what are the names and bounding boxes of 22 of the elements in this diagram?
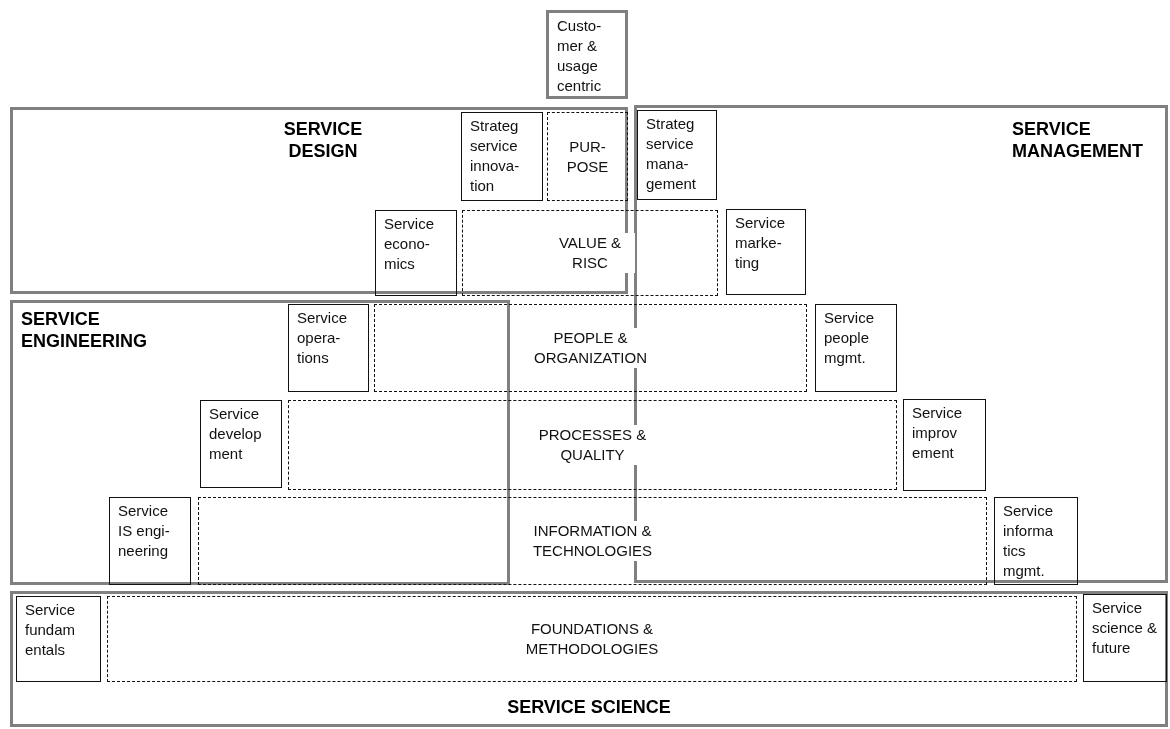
region-frame xyxy=(10,591,1168,727)
topic-box: Strateg service mana- gement xyxy=(637,110,717,200)
layer-band xyxy=(547,112,628,201)
layer-band xyxy=(288,400,897,490)
layer-band xyxy=(462,210,718,296)
topic-box: Service opera- tions xyxy=(288,304,369,392)
topic-box: Strateg service innova- tion xyxy=(461,112,543,201)
region-frame xyxy=(10,300,510,585)
topic-box: Service marke- ting xyxy=(726,209,806,295)
topic-box: Service people mgmt. xyxy=(815,304,897,392)
topic-box: Service develop ment xyxy=(200,400,282,488)
layer-band xyxy=(107,596,1077,682)
topic-box: Service IS engi- neering xyxy=(109,497,191,585)
topic-box: Service fundam entals xyxy=(16,596,101,682)
region-heading: SERVICE SCIENCE xyxy=(506,696,672,718)
topic-box: Service improv ement xyxy=(903,399,986,491)
topic-box: Service informa tics mgmt. xyxy=(994,497,1078,585)
topic-box: Service science & future xyxy=(1083,594,1167,682)
topic-box: Service econo- mics xyxy=(375,210,457,296)
topic-box: Custo- mer & usage centric xyxy=(546,10,628,99)
layer-band xyxy=(198,497,987,585)
layer-band xyxy=(374,304,807,392)
